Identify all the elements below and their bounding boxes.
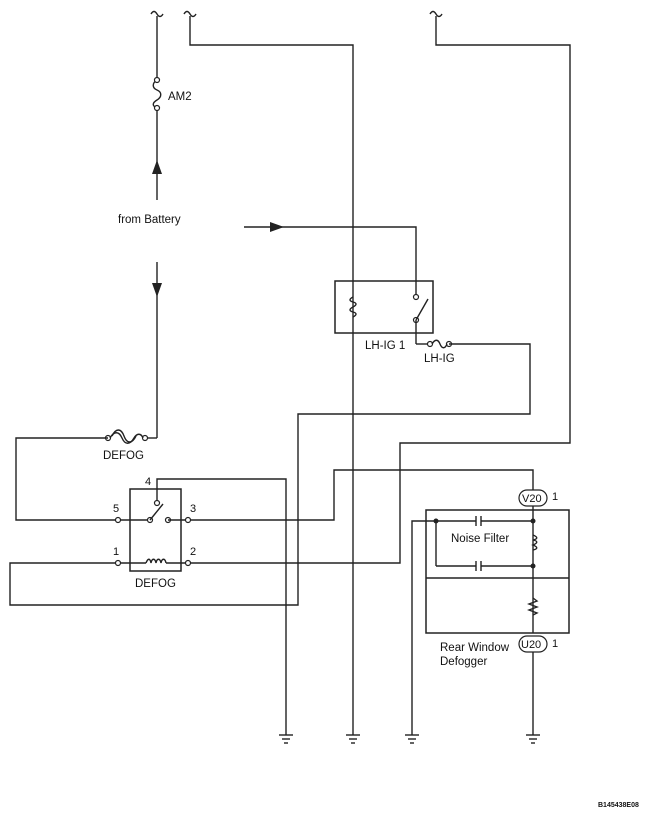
noise-filter <box>433 516 538 571</box>
relay-contact-symbol <box>412 293 429 324</box>
defog-fuse-symbol <box>104 429 149 444</box>
defog-feed-wire <box>15 437 118 521</box>
relay-label: LH-IG 1 <box>365 340 405 352</box>
defog-fuse-label: DEFOG <box>103 450 144 462</box>
lh-ig-wire <box>9 343 531 606</box>
switch-pin-3: 3 <box>190 503 196 515</box>
noise-filter-label: Noise Filter <box>451 533 509 545</box>
battery-arrow-up <box>152 160 162 200</box>
lh-ig-fuse-label: LH-IG <box>424 353 455 365</box>
ground-symbol <box>526 734 540 744</box>
ig-feed-wire <box>188 16 571 564</box>
noise-filter-ground-wire <box>411 520 436 735</box>
ground-symbol <box>405 734 419 744</box>
switch-pin4-ground-wire <box>156 478 287 735</box>
switch-pin-2: 2 <box>190 546 196 558</box>
svg-text:V20: V20 <box>522 493 542 505</box>
v20-pin: 1 <box>552 491 558 503</box>
wire-break-marks <box>150 10 443 18</box>
battery-arrow-right <box>244 222 417 297</box>
defogger-heater-resistor <box>527 597 539 616</box>
connector-u20: U20 <box>518 635 548 653</box>
lh-ig1-relay-box <box>334 280 434 334</box>
defog-switch-label: DEFOG <box>135 578 176 590</box>
u20-pin: 1 <box>552 638 558 650</box>
defog-switch-indicator <box>114 558 192 567</box>
am2-label: AM2 <box>168 91 192 103</box>
switch-pin-5: 5 <box>113 503 119 515</box>
ground-symbol <box>346 734 360 744</box>
relay-coil-wire <box>189 16 354 735</box>
ground-symbol <box>279 734 293 744</box>
rear-defogger-box <box>425 509 570 634</box>
switch-pin3-output-wire <box>188 469 534 521</box>
defogger-label-line1: Rear Window <box>440 642 510 654</box>
battery-arrow-down <box>152 283 162 297</box>
from-battery-label: from Battery <box>118 214 181 226</box>
defogger-label-line2: Defogger <box>440 656 487 668</box>
figure-code: B145438E08 <box>598 802 639 809</box>
am2-fuse-symbol <box>152 76 162 112</box>
switch-pin-1: 1 <box>113 546 119 558</box>
svg-text:U20: U20 <box>521 639 541 651</box>
defog-switch-contacts <box>114 489 192 524</box>
defog-switch-box <box>129 488 182 572</box>
lh-ig-fuse-symbol <box>426 339 453 349</box>
relay-coil-symbol <box>349 296 357 318</box>
switch-pin-4: 4 <box>145 476 151 488</box>
connector-v20: V20 <box>518 489 548 507</box>
